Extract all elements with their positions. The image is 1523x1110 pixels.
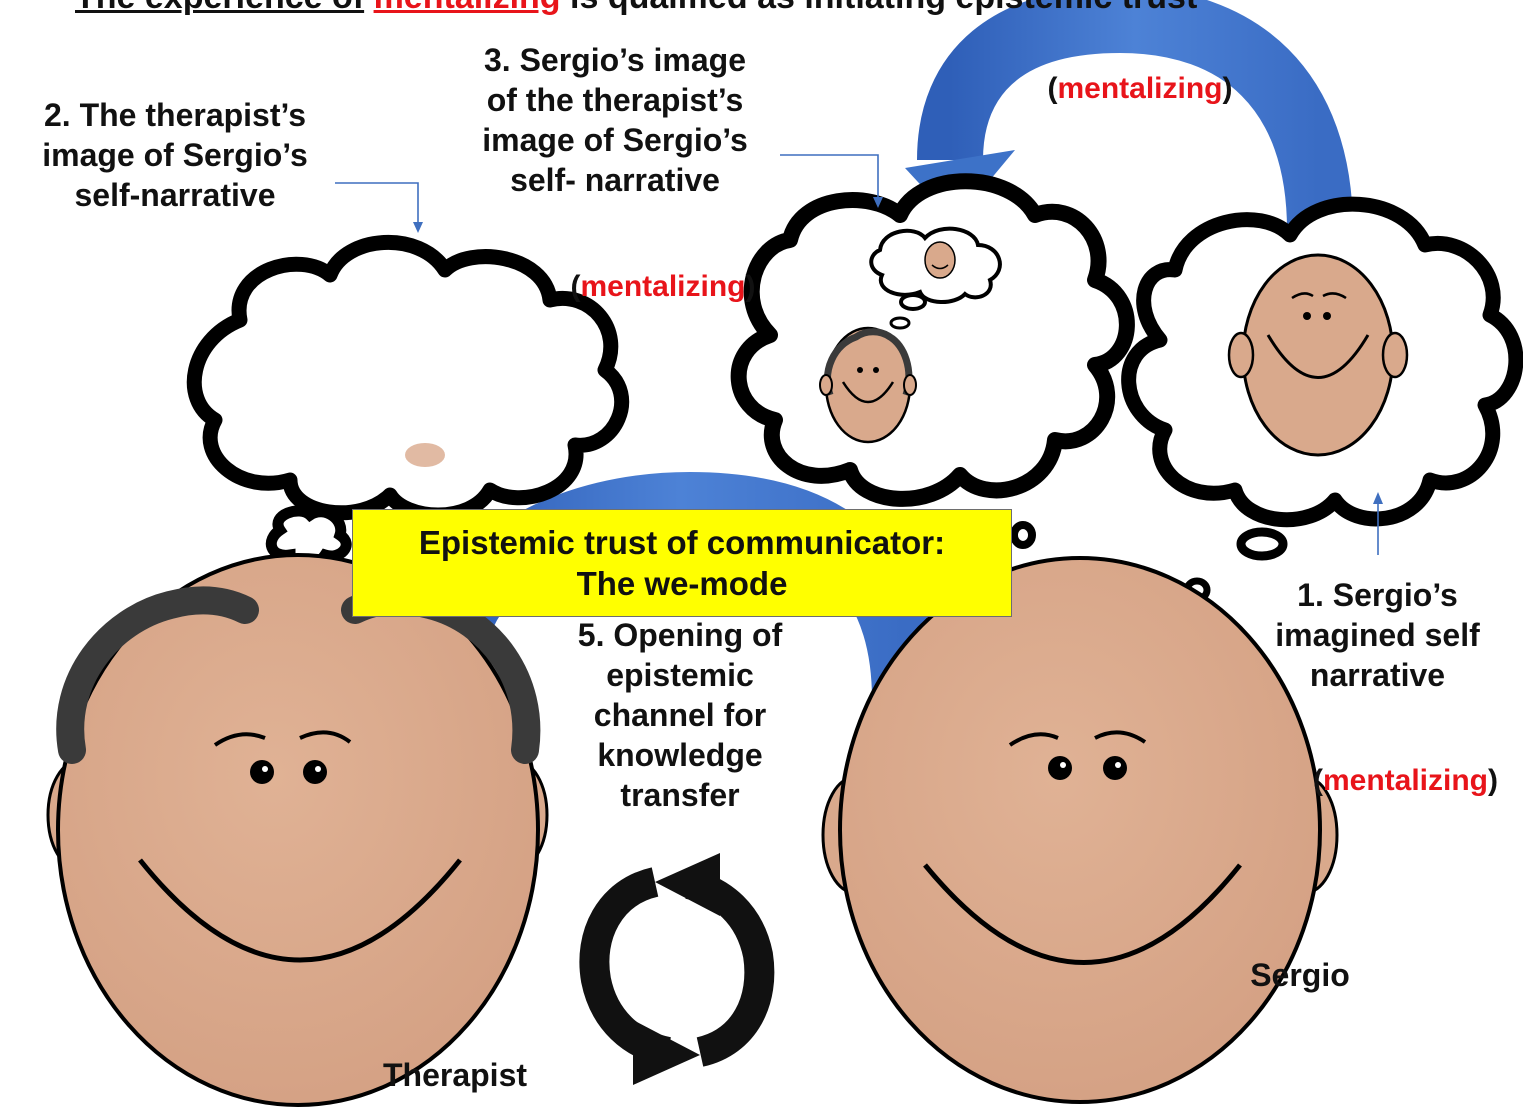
label-sergio: Sergio (1250, 957, 1350, 993)
top-heading-part3: is qualified as initiating epistemic tru… (570, 0, 1197, 16)
mentalizing-word: mentalizing (580, 270, 746, 303)
paren-close: ) (1222, 72, 1233, 105)
middle-thought-cloud (730, 173, 1135, 507)
paren-close: ) (1488, 764, 1498, 797)
refresh-cycle-icon (579, 853, 775, 1085)
mentalizing-tag-right: (mentalizing) (1293, 762, 1518, 800)
epistemic-trust-banner: Epistemic trust of communicator: The we-… (352, 509, 1012, 617)
paren-close: ) (745, 270, 756, 303)
label-3-sergio-image: 3. Sergio’s image of the therapist’s ima… (482, 42, 748, 198)
top-heading-line: The experience of mentalizing is qualifi… (0, 0, 1523, 17)
sergio-head (821, 556, 1339, 1104)
therapist-head (46, 553, 549, 1107)
mentalizing-tag-middle: (mentalizing) (553, 268, 773, 306)
banner-line-2: The we-mode (576, 565, 788, 602)
top-heading-part2: mentalizing (374, 0, 561, 16)
sergio-thought-cloud (1121, 196, 1523, 528)
label-therapist: Therapist (382, 1057, 528, 1093)
top-heading-part1: The experience of (75, 0, 364, 16)
paren-open: ( (1312, 764, 1323, 797)
mentalizing-word: mentalizing (1057, 72, 1223, 105)
mentalizing-word: mentalizing (1322, 764, 1488, 797)
paren-open: ( (570, 270, 581, 303)
label-1-sergio-self-narrative: 1. Sergio’s imagined self narrative (1275, 577, 1480, 693)
banner-line-1: Epistemic trust of communicator: (418, 523, 946, 561)
label-2-therapist-image: 2. The therapist’s image of Sergio’s sel… (42, 97, 308, 213)
paren-open: ( (1047, 72, 1058, 105)
mentalizing-tag-top: (mentalizing) (1030, 70, 1250, 108)
label-5-epistemic-channel: 5. Opening of epistemic channel for know… (577, 617, 783, 813)
label-pointer-arrows (335, 154, 1383, 555)
